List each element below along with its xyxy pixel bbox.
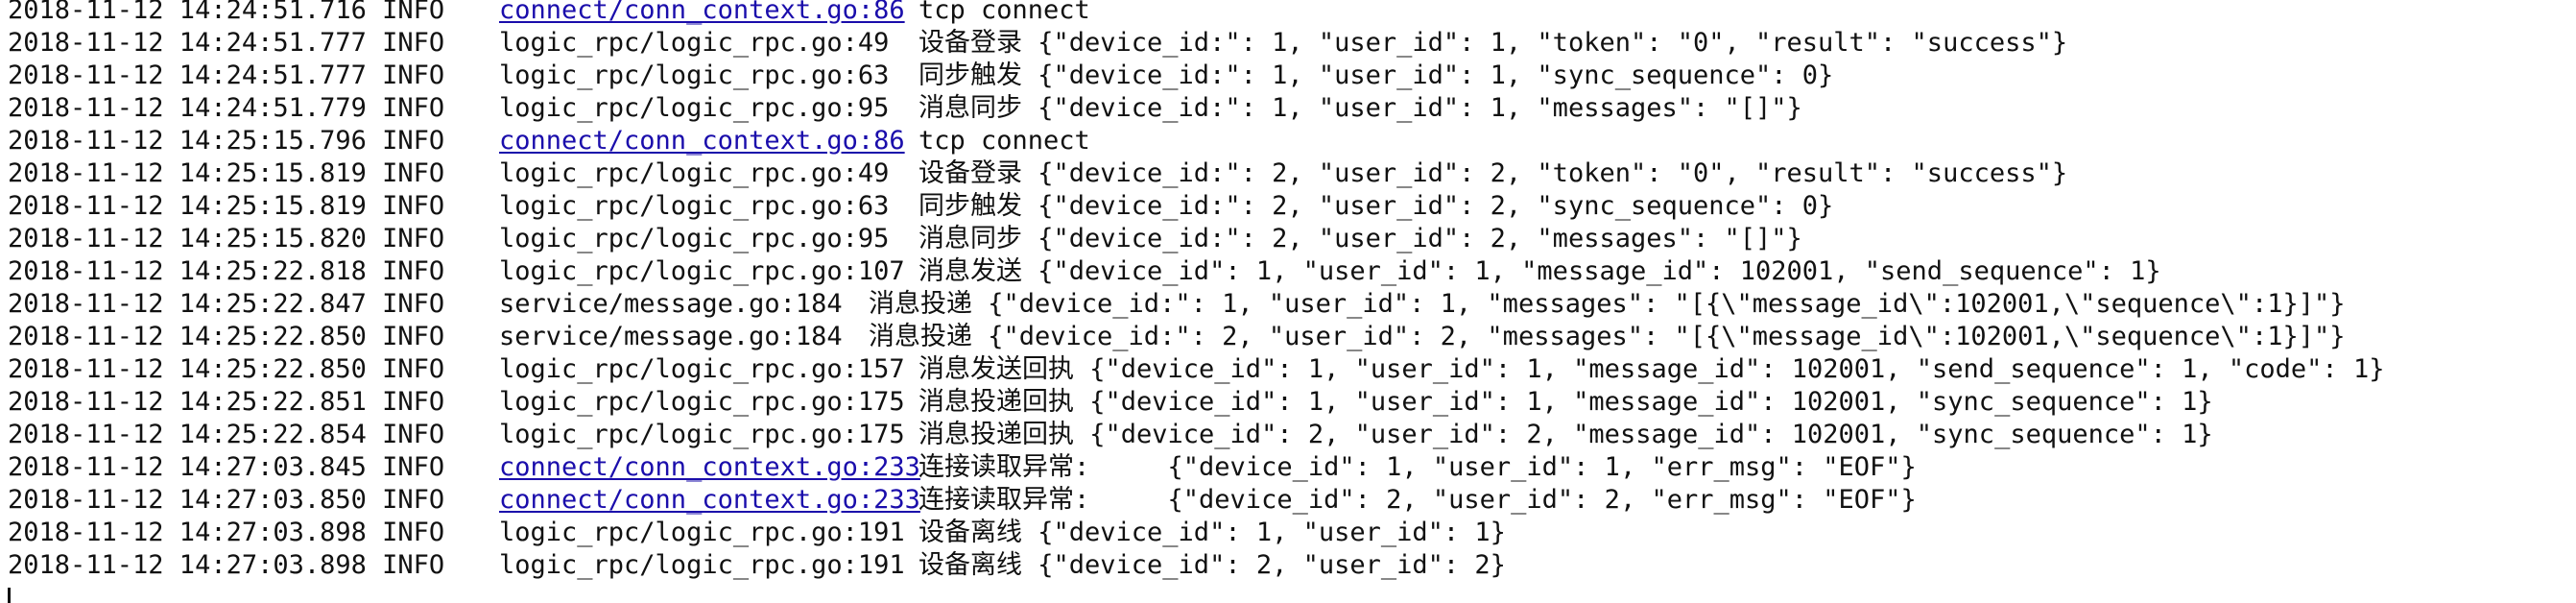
log-timestamp: 2018-11-12 14:25:22.851 INFO: [8, 387, 445, 417]
log-line: 2018-11-12 14:25:15.819 INFO logic_rpc/lo…: [8, 190, 1833, 223]
log-message: 消息投递回执 {"device_id": 1, "user_id": 1, "m…: [918, 387, 2213, 417]
log-source: logic_rpc/logic_rpc.go:191: [499, 518, 905, 547]
log-line: 2018-11-12 14:27:03.898 INFO logic_rpc/lo…: [8, 517, 1506, 549]
log-message: 消息投递 {"device_id:": 1, "user_id": 1, "me…: [869, 289, 2346, 319]
log-line: 2018-11-12 14:25:22.850 INFO service/mess…: [8, 321, 2345, 353]
log-message: 消息同步 {"device_id:": 2, "user_id": 2, "me…: [918, 224, 1802, 253]
log-line: 2018-11-12 14:25:15.819 INFO logic_rpc/lo…: [8, 157, 2067, 190]
log-message: 设备离线 {"device_id": 2, "user_id": 2}: [918, 550, 1506, 580]
source-link[interactable]: connect/conn_context.go:86: [499, 126, 905, 156]
log-message: 消息发送回执 {"device_id": 1, "user_id": 1, "m…: [918, 354, 2385, 384]
log-line: 2018-11-12 14:24:51.777 INFO logic_rpc/lo…: [8, 60, 1833, 92]
log-message: 设备登录 {"device_id:": 1, "user_id": 1, "to…: [918, 28, 2068, 58]
log-timestamp: 2018-11-12 14:25:22.818 INFO: [8, 256, 445, 286]
log-message: tcp connect: [918, 0, 1090, 25]
log-timestamp: 2018-11-12 14:25:22.847 INFO: [8, 289, 445, 319]
log-message: 连接读取异常: {"device_id": 2, "user_id": 2, "…: [918, 485, 1917, 515]
log-source: logic_rpc/logic_rpc.go:175: [499, 387, 905, 417]
log-line: 2018-11-12 14:25:15.796 INFO connect/conn…: [8, 125, 1090, 157]
log-timestamp: 2018-11-12 14:24:51.716 INFO: [8, 0, 445, 25]
log-timestamp: 2018-11-12 14:24:51.777 INFO: [8, 28, 445, 58]
log-timestamp: 2018-11-12 14:27:03.898 INFO: [8, 518, 445, 547]
log-message: 同步触发 {"device_id:": 1, "user_id": 1, "sy…: [918, 60, 1834, 90]
log-timestamp: 2018-11-12 14:25:15.819 INFO: [8, 191, 445, 221]
log-timestamp: 2018-11-12 14:25:22.850 INFO: [8, 322, 445, 351]
log-line: 2018-11-12 14:24:51.777 INFO logic_rpc/lo…: [8, 27, 2067, 60]
log-source: logic_rpc/logic_rpc.go:63: [499, 60, 890, 90]
log-message: 设备登录 {"device_id:": 2, "user_id": 2, "to…: [918, 158, 2068, 188]
log-line: 2018-11-12 14:27:03.850 INFO connect/conn…: [8, 484, 1917, 517]
log-line: 2018-11-12 14:25:22.850 INFO logic_rpc/lo…: [8, 353, 2384, 386]
log-source: logic_rpc/logic_rpc.go:107: [499, 256, 905, 286]
log-line: 2018-11-12 14:25:22.818 INFO logic_rpc/lo…: [8, 255, 2161, 288]
log-timestamp: 2018-11-12 14:25:22.854 INFO: [8, 420, 445, 449]
log-timestamp: 2018-11-12 14:27:03.845 INFO: [8, 452, 445, 482]
log-line: 2018-11-12 14:24:51.779 INFO logic_rpc/lo…: [8, 92, 1802, 125]
log-source: logic_rpc/logic_rpc.go:175: [499, 420, 905, 449]
source-link[interactable]: connect/conn_context.go:86: [499, 0, 905, 25]
log-message: 连接读取异常: {"device_id": 1, "user_id": 1, "…: [918, 452, 1917, 482]
log-message: 消息同步 {"device_id:": 1, "user_id": 1, "me…: [918, 93, 1802, 123]
log-source: logic_rpc/logic_rpc.go:191: [499, 550, 905, 580]
log-line: 2018-11-12 14:25:22.854 INFO logic_rpc/lo…: [8, 419, 2213, 451]
log-message: tcp connect: [918, 126, 1090, 156]
log-source: logic_rpc/logic_rpc.go:63: [499, 191, 890, 221]
source-link[interactable]: connect/conn_context.go:233: [499, 452, 920, 482]
log-timestamp: 2018-11-12 14:25:15.796 INFO: [8, 126, 445, 156]
log-source: service/message.go:184: [499, 322, 843, 351]
log-source: logic_rpc/logic_rpc.go:95: [499, 93, 890, 123]
log-timestamp: 2018-11-12 14:25:15.819 INFO: [8, 158, 445, 188]
log-message: 消息发送 {"device_id": 1, "user_id": 1, "mes…: [918, 256, 2161, 286]
log-source: logic_rpc/logic_rpc.go:157: [499, 354, 905, 384]
log-message: 消息投递回执 {"device_id": 2, "user_id": 2, "m…: [918, 420, 2213, 449]
log-line: 2018-11-12 14:27:03.898 INFO logic_rpc/lo…: [8, 549, 1506, 582]
log-timestamp: 2018-11-12 14:27:03.850 INFO: [8, 485, 445, 515]
log-timestamp: 2018-11-12 14:25:15.820 INFO: [8, 224, 445, 253]
log-timestamp: 2018-11-12 14:27:03.898 INFO: [8, 550, 445, 580]
log-timestamp: 2018-11-12 14:25:22.850 INFO: [8, 354, 445, 384]
log-line: 2018-11-12 14:27:03.845 INFO connect/conn…: [8, 451, 1917, 484]
log-line: 2018-11-12 14:25:15.820 INFO logic_rpc/lo…: [8, 223, 1802, 255]
log-line: 2018-11-12 14:25:22.851 INFO logic_rpc/lo…: [8, 386, 2213, 419]
log-timestamp: 2018-11-12 14:24:51.779 INFO: [8, 93, 445, 123]
log-line: 2018-11-12 14:25:22.847 INFO service/mess…: [8, 288, 2345, 321]
log-source: service/message.go:184: [499, 289, 843, 319]
source-link[interactable]: connect/conn_context.go:233: [499, 485, 920, 515]
log-message: 消息投递 {"device_id:": 2, "user_id": 2, "me…: [869, 322, 2346, 351]
log-source: logic_rpc/logic_rpc.go:95: [499, 224, 890, 253]
log-timestamp: 2018-11-12 14:24:51.777 INFO: [8, 60, 445, 90]
log-message: 设备离线 {"device_id": 1, "user_id": 1}: [918, 518, 1506, 547]
log-source: logic_rpc/logic_rpc.go:49: [499, 158, 890, 188]
terminal-cursor: [8, 588, 11, 603]
log-source: logic_rpc/logic_rpc.go:49: [499, 28, 890, 58]
log-line: 2018-11-12 14:24:51.716 INFO connect/conn…: [8, 0, 1090, 27]
log-message: 同步触发 {"device_id:": 2, "user_id": 2, "sy…: [918, 191, 1834, 221]
